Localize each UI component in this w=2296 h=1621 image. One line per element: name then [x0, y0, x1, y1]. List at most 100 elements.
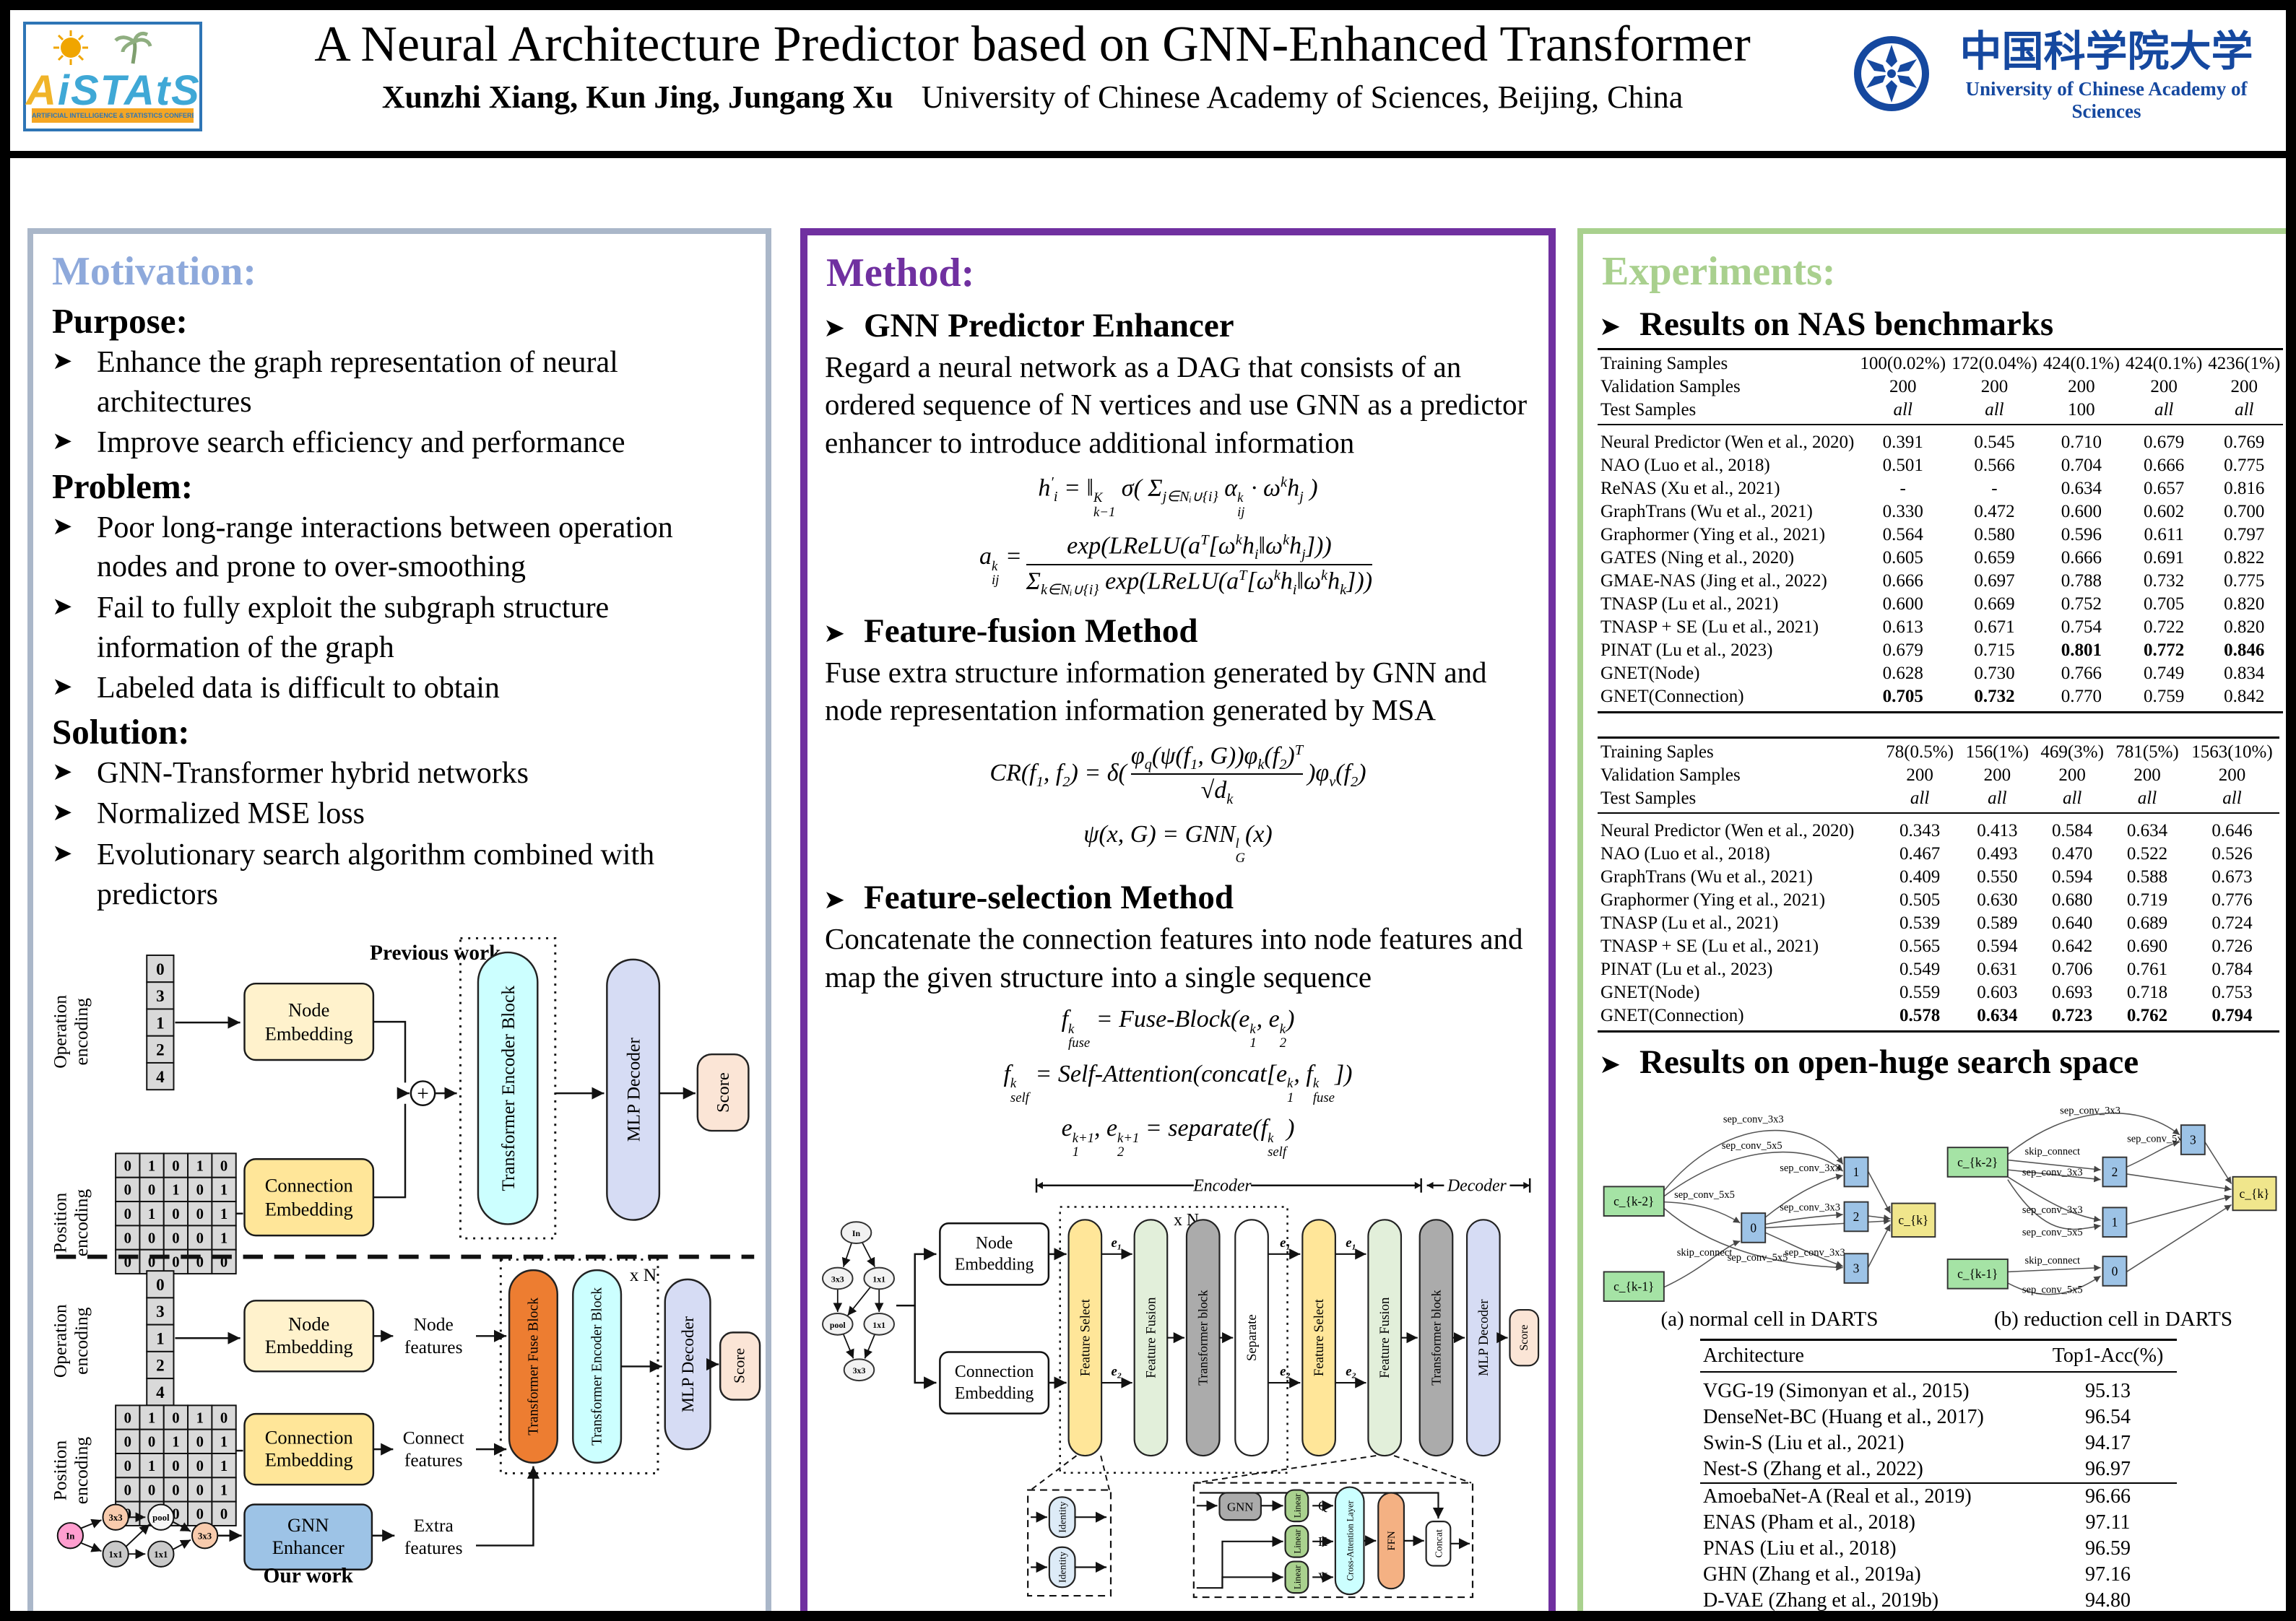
connect-features-label: Connect: [403, 1427, 464, 1448]
svg-text:e₁: e₁: [1280, 1235, 1291, 1251]
svg-text:e₂: e₂: [1111, 1364, 1122, 1379]
svg-text:0: 0: [172, 1255, 179, 1271]
bullet-item: ➤ Poor long-range interactions between op…: [52, 508, 751, 587]
bullet-text: Poor long-range interactions between ope…: [97, 510, 673, 584]
svg-text:1: 1: [156, 1329, 165, 1348]
table-row: GHN (Zhang et al., 2019a)97.16: [1703, 1563, 2131, 1586]
svg-text:Cross-Attention Layer: Cross-Attention Layer: [1346, 1500, 1356, 1581]
svg-text:Feature Select: Feature Select: [1312, 1298, 1327, 1376]
svg-text:Embedding: Embedding: [265, 1449, 353, 1471]
svg-text:c_{k-1}: c_{k-1}: [1613, 1279, 1654, 1294]
bullet-text: Evolutionary search algorithm combined w…: [97, 838, 655, 911]
svg-text:In: In: [852, 1228, 861, 1238]
transformer-encoder-pill: [477, 951, 539, 1225]
svg-text:sep_conv_5x5: sep_conv_5x5: [2022, 1227, 2083, 1238]
reduction-cell-caption: (b) reduction cell in DARTS: [1993, 1308, 2233, 1331]
bullet-text: Fail to fully exploit the subgraph struc…: [97, 591, 610, 664]
bullet-arrow-icon: ➤: [52, 591, 73, 621]
svg-text:1: 1: [172, 1183, 179, 1199]
bullet-text: Improve search efficiency and performanc…: [97, 426, 625, 460]
author-names: Xunzhi Xiang, Kun Jing, Jungang Xu: [381, 79, 893, 115]
svg-text:Feature Fusion: Feature Fusion: [1377, 1297, 1392, 1378]
solution-list: ➤GNN-Transformer hybrid networks➤Normali…: [48, 754, 751, 914]
table-row: NGE (Li et al., 2020a)97.40: [1700, 1614, 2177, 1621]
svg-text:4: 4: [156, 1067, 165, 1086]
svg-text:Embedding: Embedding: [265, 1336, 353, 1357]
svg-text:Feature Select: Feature Select: [1078, 1298, 1093, 1376]
previous-work-label: Previous work: [370, 942, 501, 965]
aistats-logo: AiSTAtS ARTIFICIAL INTELLIGENCE & STATIS…: [23, 22, 202, 131]
gnn-small-box: [1218, 1492, 1262, 1521]
svg-text:0: 0: [124, 1159, 131, 1175]
svg-text:3x3: 3x3: [109, 1513, 123, 1523]
bullet-arrow-icon: ➤: [52, 511, 73, 541]
experiments-column: Experiments: ➤Results on NAS benchmarks …: [1577, 228, 2286, 1621]
svg-text:e₁: e₁: [1346, 1235, 1356, 1251]
svg-text:1: 1: [220, 1231, 228, 1247]
bullet-item: ➤GNN-Transformer hybrid networks: [52, 754, 751, 794]
svg-text:Embedding: Embedding: [265, 1199, 353, 1220]
ucas-emblem-icon: [1852, 34, 1938, 117]
darts-cells-figure: sep_conv_3x3 sep_conv_5x5 sep_conv_3x3 s…: [1598, 1086, 2279, 1331]
bullet-arrow-icon: ➤: [52, 347, 73, 375]
palm-tree-icon: [114, 31, 152, 64]
motivation-column: Motivation: Purpose: ➤Enhance the graph …: [27, 228, 771, 1611]
svg-text:1: 1: [2112, 1215, 2118, 1230]
normal-cell-figure: sep_conv_3x3 sep_conv_5x5 sep_conv_3x3 s…: [1598, 1086, 1941, 1331]
feature-selection-text: Concatenate the connection features into…: [825, 922, 1523, 994]
m-score-box: [1509, 1309, 1540, 1367]
svg-text:Connection: Connection: [265, 1426, 353, 1448]
svg-text:Transformer Fuse Block: Transformer Fuse Block: [526, 1298, 541, 1435]
svg-text:Linear: Linear: [1292, 1565, 1302, 1589]
svg-text:sep_conv_3x3: sep_conv_3x3: [2022, 1167, 2083, 1178]
node-embedding-box-2: [243, 1300, 375, 1373]
svg-text:2: 2: [1853, 1209, 1860, 1224]
svg-text:0: 0: [124, 1255, 131, 1271]
svg-text:0: 0: [196, 1507, 204, 1523]
svg-text:sep_conv_5x5: sep_conv_5x5: [2022, 1284, 2083, 1295]
svg-text:0: 0: [196, 1207, 204, 1222]
equation-cross-attention: CR(f1, f2) = δ( φq(ψ(f1, G))φk(f2)T√dk )…: [989, 742, 1366, 807]
svg-text:0: 0: [124, 1435, 131, 1451]
svg-text:1: 1: [148, 1159, 155, 1175]
experiments-heading: Experiments:: [1602, 249, 1836, 294]
section-gnn-predictor-enhancer: ➤GNN Predictor Enhancer: [823, 307, 1234, 344]
svg-text:sep_conv_5x5: sep_conv_5x5: [1722, 1140, 1782, 1152]
method-input-dag: In 3x3 1x1 pool 1x1 3x3: [822, 1221, 895, 1382]
svg-text:sep_conv_3x3: sep_conv_3x3: [1780, 1162, 1840, 1174]
svg-text:3x3: 3x3: [831, 1274, 844, 1285]
table-row: Nest-S (Zhang et al., 2022)96.97: [1700, 1456, 2177, 1484]
feature-fusion-pill-1: [1133, 1219, 1169, 1457]
affiliation: University of Chinese Academy of Science…: [921, 79, 1684, 115]
svg-text:Node: Node: [288, 1313, 329, 1335]
svg-text:MLP Decoder: MLP Decoder: [679, 1316, 698, 1412]
svg-text:1: 1: [220, 1482, 228, 1498]
svg-text:Embedding: Embedding: [265, 1023, 353, 1045]
svg-text:0: 0: [148, 1255, 155, 1271]
svg-text:MLP Decoder: MLP Decoder: [623, 1038, 644, 1142]
ffn-pill: [1377, 1492, 1405, 1590]
svg-text:0: 0: [220, 1255, 228, 1271]
bullet-text: GNN-Transformer hybrid networks: [97, 756, 529, 790]
table-row: AmoebaNet-A (Real et al., 2019)96.66: [1703, 1485, 2131, 1508]
svg-text:Identity: Identity: [1057, 1502, 1068, 1533]
svg-text:1: 1: [148, 1207, 155, 1222]
section-open-huge-search-space: ➤Results on open-huge search space: [1599, 1043, 2139, 1081]
svg-text:4: 4: [156, 1383, 165, 1401]
svg-text:1: 1: [172, 1435, 179, 1451]
svg-text:Decoder: Decoder: [1447, 1177, 1507, 1196]
encoder-decoder-span: Encoder Decoder: [1035, 1177, 1531, 1196]
svg-text:0: 0: [124, 1459, 131, 1474]
svg-text:1: 1: [220, 1435, 228, 1451]
